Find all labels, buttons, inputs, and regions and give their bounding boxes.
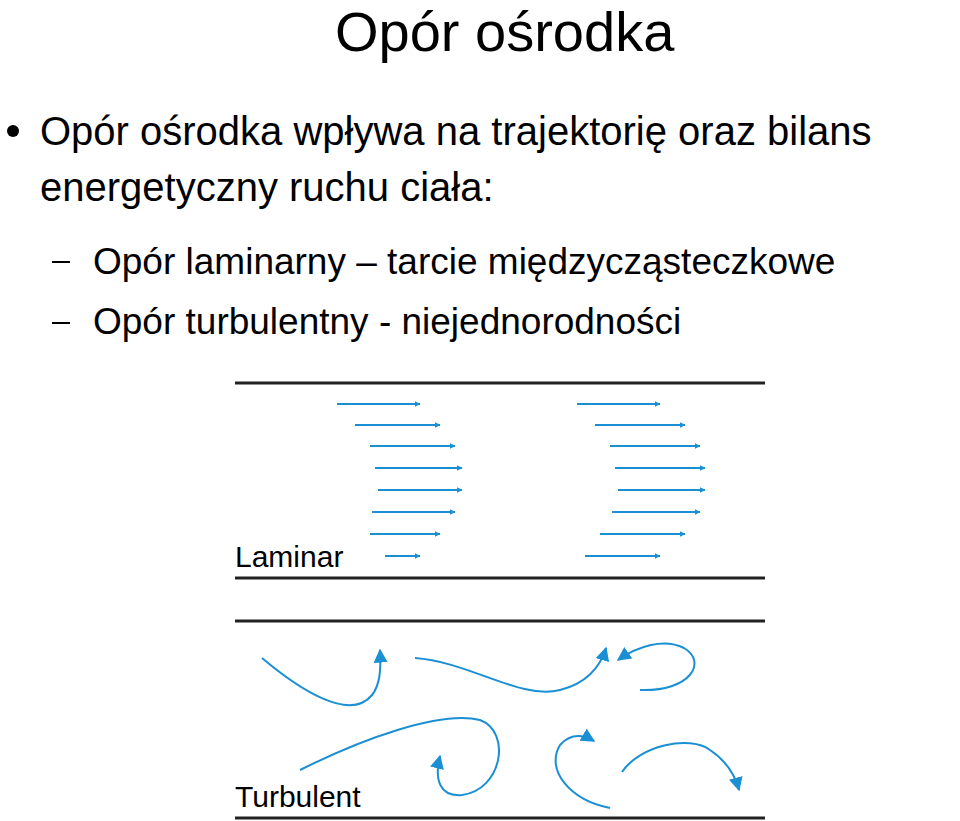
sub-bullet-text: Opór laminarny – tarcie międzycząsteczko… (93, 241, 835, 284)
velocity-arrow (375, 467, 462, 469)
bullet-dot (7, 125, 19, 137)
flow-label: Laminar (235, 540, 343, 575)
velocity-arrow (595, 424, 685, 426)
velocity-arrow (372, 511, 455, 513)
velocity-arrow (618, 489, 705, 491)
velocity-arrow (370, 445, 455, 447)
velocity-arrow (337, 403, 420, 405)
velocity-arrow (385, 555, 420, 557)
velocity-arrow (585, 555, 660, 557)
flow-label: Turbulent (235, 780, 361, 815)
bullet-text: Opór ośrodka wpływa na trajektorię oraz … (40, 103, 945, 215)
velocity-arrow (615, 467, 705, 469)
velocity-arrow (600, 533, 685, 535)
velocity-arrow (610, 445, 700, 447)
bullet-dash (52, 261, 70, 263)
laminar-arrows (337, 404, 705, 556)
channel-walls (235, 383, 765, 818)
velocity-arrow (577, 403, 660, 405)
velocity-arrow (378, 489, 462, 491)
bullet-dash (52, 322, 70, 324)
velocity-arrow (370, 533, 440, 535)
slide-title: Opór ośrodka (335, 0, 674, 64)
sub-bullet-text: Opór turbulentny - niejednorodności (93, 301, 681, 344)
velocity-arrow (355, 424, 440, 426)
velocity-arrow (612, 511, 700, 513)
